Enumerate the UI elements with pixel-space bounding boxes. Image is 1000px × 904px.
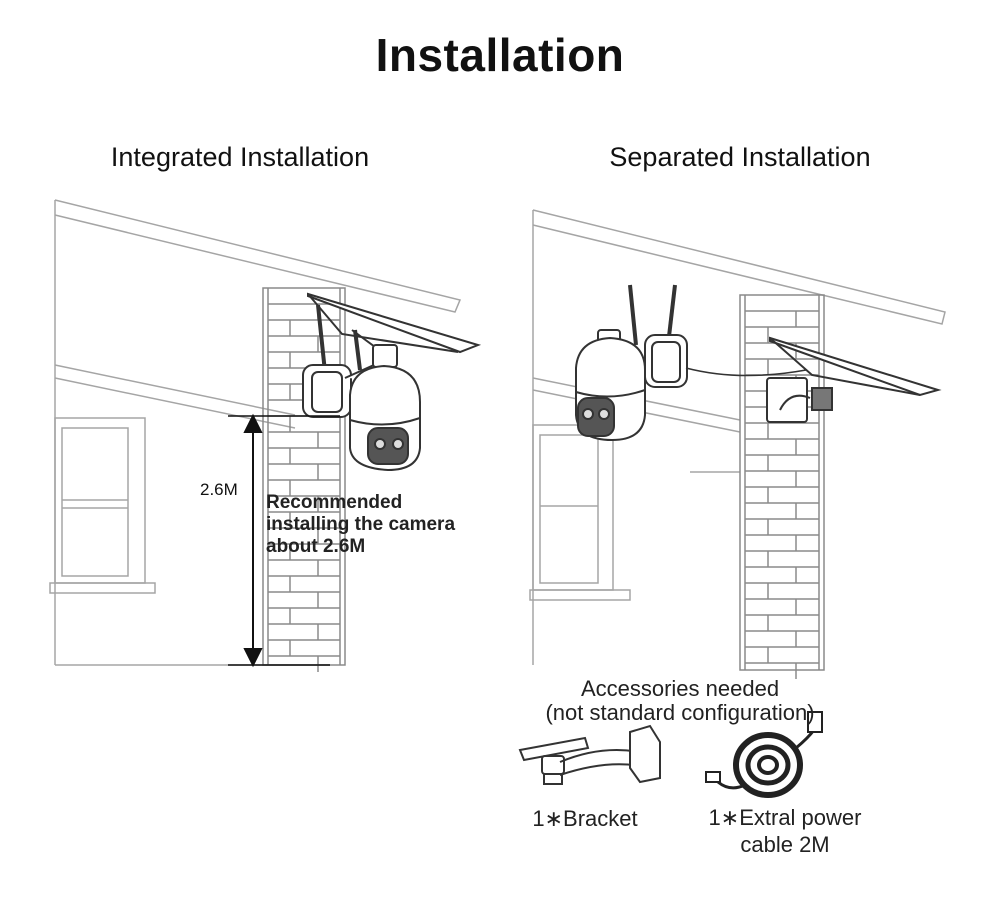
right-ptz-camera-icon	[575, 284, 688, 442]
cable-label-line: cable 2M	[740, 832, 830, 857]
accessories-title: Accessories needed (not standard configu…	[480, 677, 880, 725]
recommendation-line: about 2.6M	[266, 536, 366, 557]
accessories-line: (not standard configuration)	[545, 700, 815, 725]
page-title: Installation	[375, 29, 625, 81]
connecting-cable-icon	[685, 367, 807, 377]
recommendation-line: installing the camera	[266, 514, 456, 535]
power-cable-coil-icon	[705, 711, 823, 798]
cable-label: 1∗Extral power cable 2M	[670, 804, 900, 858]
height-label: 2.6M	[200, 480, 238, 499]
accessories-line: Accessories needed	[580, 676, 780, 701]
left-house-wall-icon	[49, 199, 462, 666]
integrated-installation-heading: Integrated Installation	[110, 142, 370, 172]
height-arrow-icon	[228, 413, 340, 668]
recommendation-text: Recommended installing the camera about …	[266, 492, 455, 558]
recommendation-line: Recommended	[266, 492, 403, 513]
separated-installation-heading: Separated Installation	[609, 142, 871, 172]
left-ptz-camera-icon	[302, 304, 421, 472]
right-solar-panel-icon	[766, 336, 942, 423]
cable-label-line: 1∗Extral power	[708, 805, 862, 830]
bracket-label: 1∗Bracket	[532, 806, 638, 831]
left-brick-pillar-icon	[262, 287, 346, 672]
wall-bracket-icon	[518, 724, 661, 785]
